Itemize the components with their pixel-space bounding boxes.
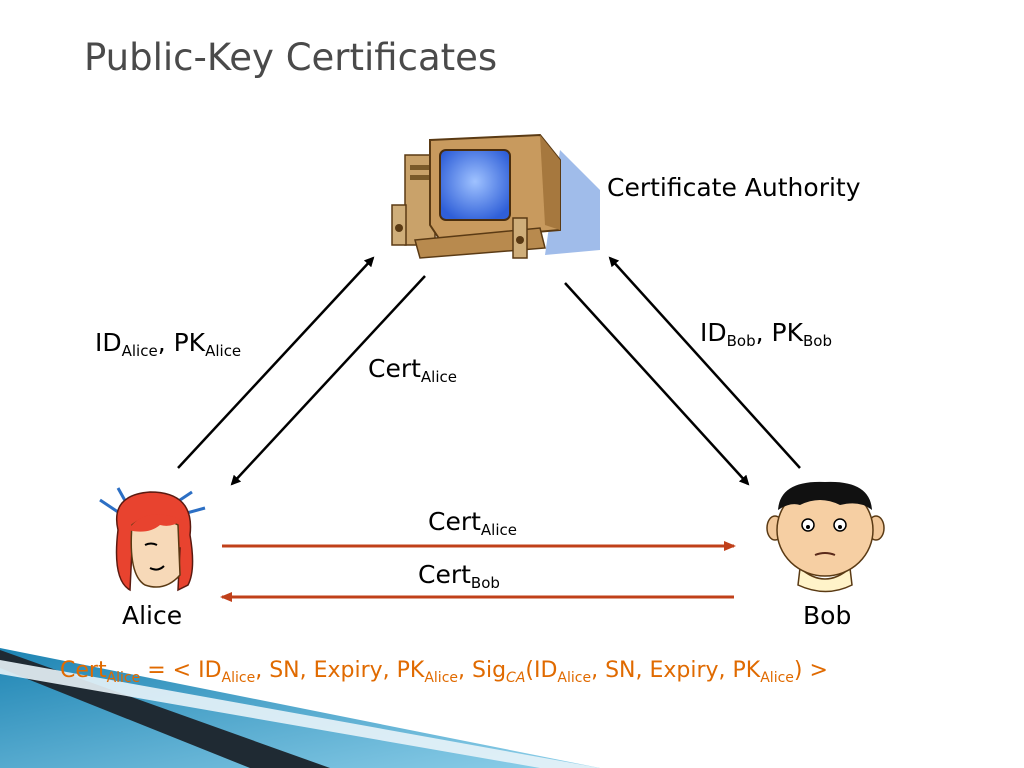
corner-decoration: [0, 648, 600, 768]
bob-name: Bob: [803, 601, 852, 630]
slide-title: Public-Key Certificates: [84, 36, 498, 79]
alice-to-ca-label: IDAlice, PKAlice: [95, 328, 242, 360]
arrow-alice-to-ca: [177, 256, 375, 469]
alice-avatar: [99, 487, 206, 592]
bob-avatar: [766, 481, 885, 593]
arrow-ca-to-alice: [230, 275, 426, 486]
arrow-ca-to-bob: [564, 282, 750, 486]
certificate-formula: CertAlice = < IDAlice, SN, Expiry, PKAli…: [60, 658, 828, 686]
alice-name: Alice: [122, 601, 183, 630]
alice-to-bob-label: CertAlice: [428, 507, 517, 539]
computer-icon: [391, 133, 600, 259]
ca-to-alice-label: CertAlice: [368, 354, 457, 386]
bob-to-ca-label: IDBob, PKBob: [700, 318, 833, 350]
arrow-bob-to-ca: [608, 256, 801, 469]
bob-to-alice-label: CertBob: [418, 560, 500, 592]
ca-label: Certificate Authority: [607, 173, 861, 202]
